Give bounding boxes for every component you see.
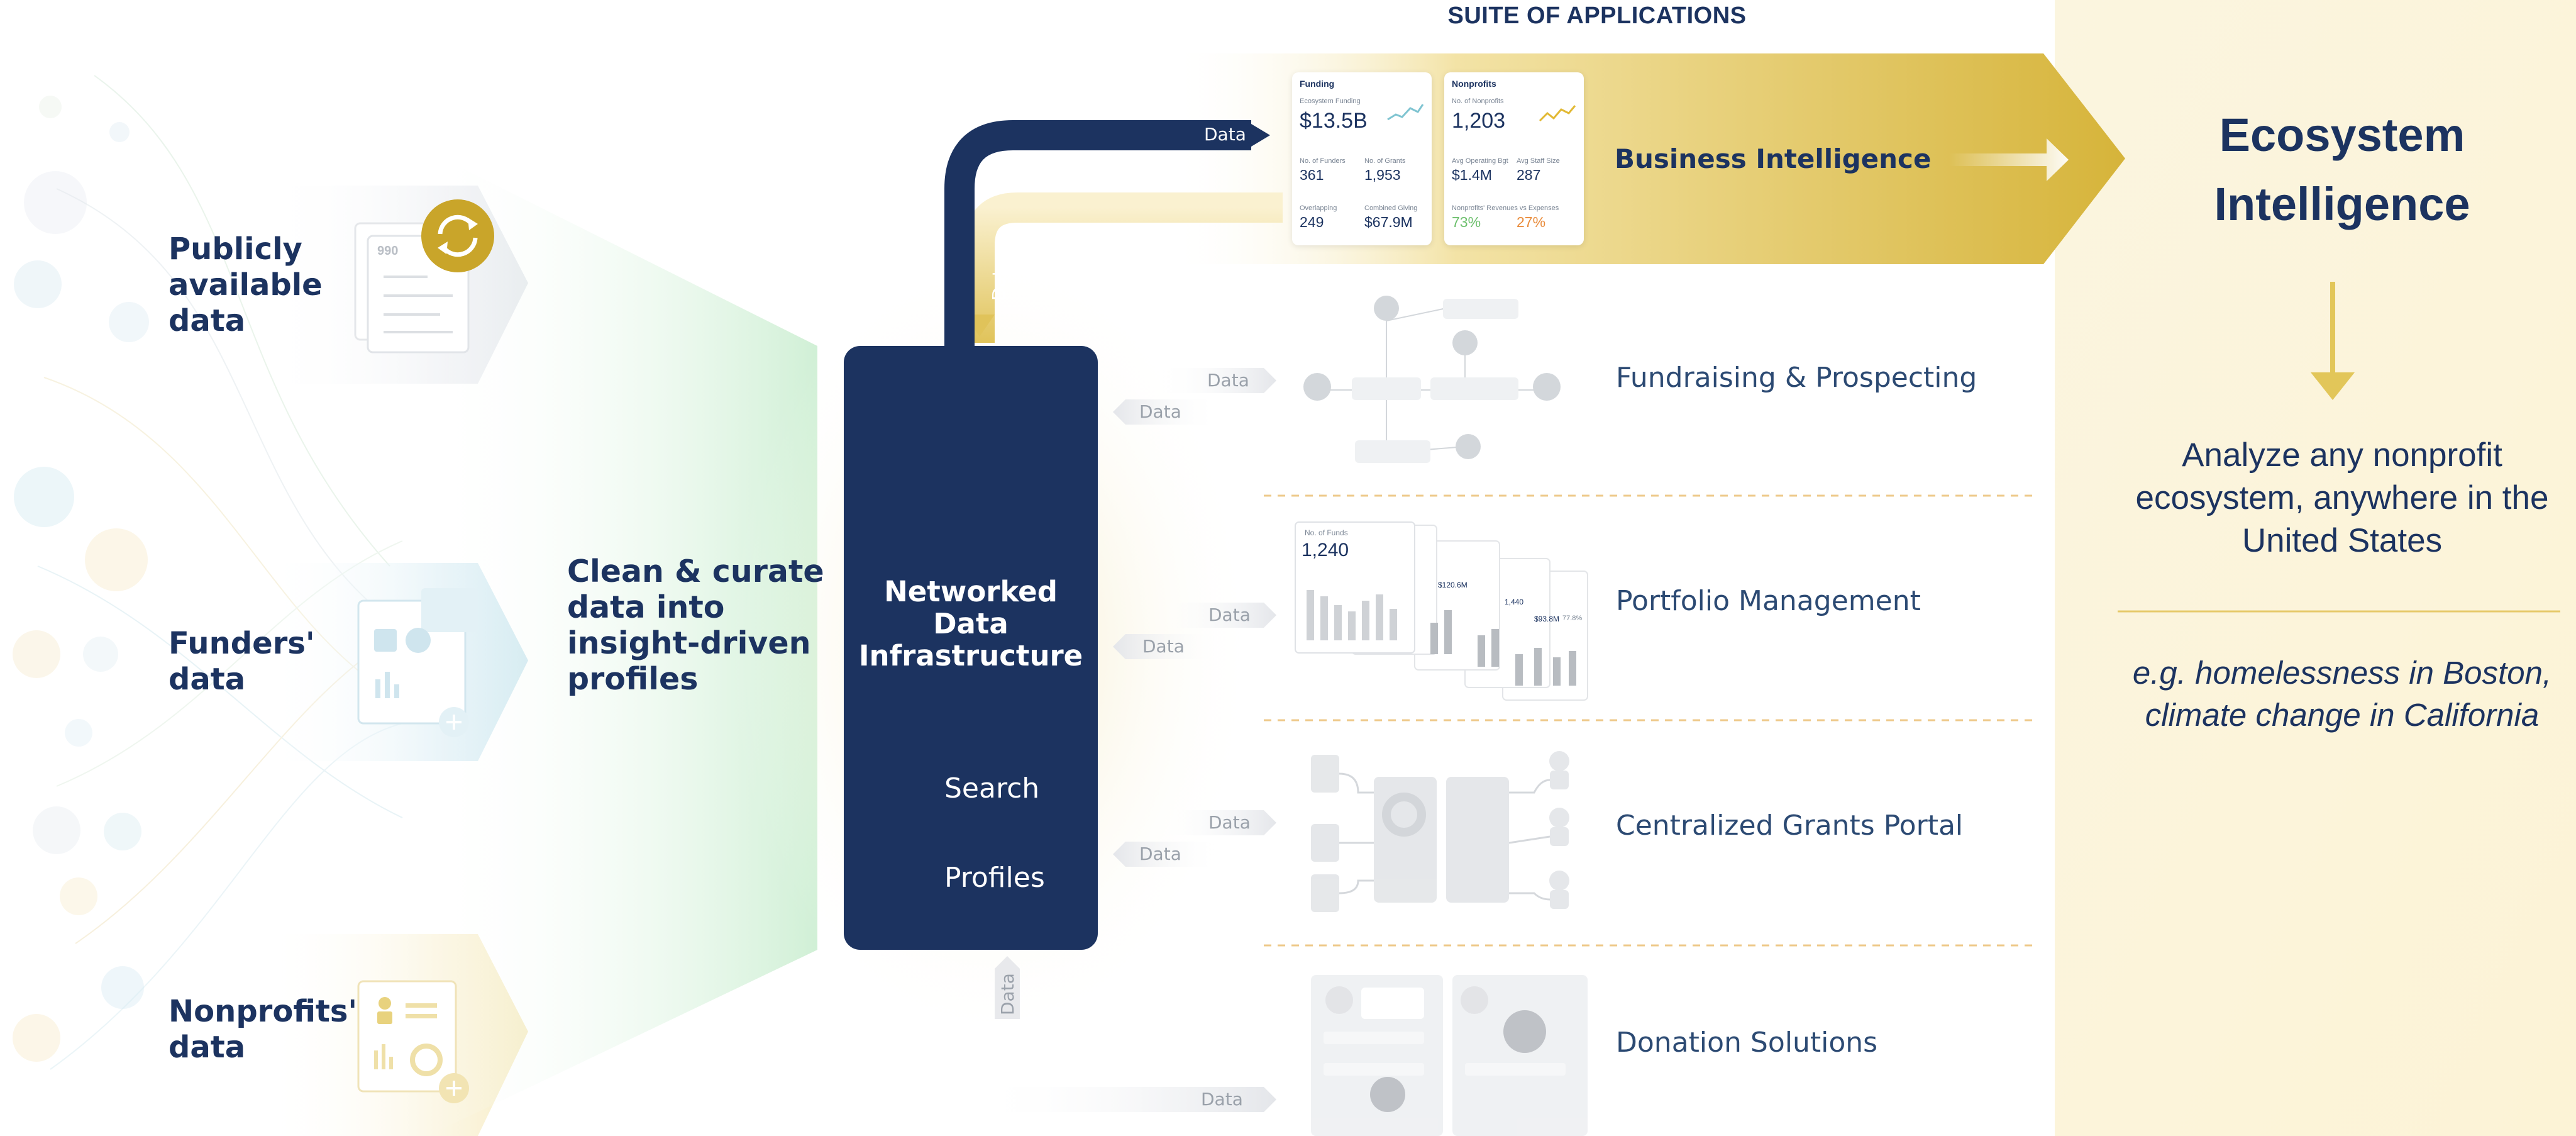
- data-tag-fundraising-in: Data: [1139, 401, 1181, 422]
- avg-staff-label: Avg Staff Size: [1517, 157, 1560, 165]
- combined-giving-label: Combined Giving: [1364, 204, 1418, 212]
- nonprofits-sparkline: [1539, 105, 1576, 122]
- data-tag-donations-out: Data: [1201, 1089, 1243, 1110]
- overlapping-value: 249: [1300, 214, 1324, 230]
- portfolio-back-percent: 77.8%: [1562, 615, 1583, 622]
- funding-main-value: $13.5B: [1300, 109, 1368, 133]
- portfolio-back-value-2: 1,440: [1505, 598, 1524, 606]
- grants-count-label: No. of Grants: [1364, 157, 1406, 165]
- portfolio-chart-value: 1,240: [1302, 540, 1349, 560]
- funders-count-value: 361: [1300, 167, 1324, 183]
- overlapping-label: Overlapping: [1300, 204, 1337, 212]
- ecosystem-example: e.g. homelessness in Boston, climate cha…: [2132, 655, 2552, 733]
- data-tag-bi-in: Data: [988, 259, 1009, 301]
- expense-percent: 27%: [1517, 214, 1546, 230]
- grants-count-value: 1,953: [1364, 167, 1401, 183]
- data-tag-grants-in: Data: [1139, 844, 1181, 864]
- bi-nonprofits-card: Nonprofits No. of Nonprofits 1,203 Avg O…: [1444, 72, 1584, 245]
- infrastructure-title: Networked Data Infrastructure: [858, 575, 1083, 672]
- source-label-nonprofits: Nonprofits' data: [169, 994, 358, 1065]
- avg-staff-value: 287: [1517, 167, 1541, 183]
- funding-card-title: Funding: [1300, 79, 1335, 89]
- data-tag-donations-in: Data: [997, 973, 1018, 1015]
- portfolio-back-value-3: $93.8M: [1534, 615, 1560, 623]
- app-donation-solutions[interactable]: Donation Solutions: [1616, 1027, 1878, 1059]
- avg-operating-value: $1.4M: [1452, 167, 1492, 183]
- source-label-funders: Funders' data: [169, 626, 315, 697]
- nonprofits-main-value: 1,203: [1452, 109, 1506, 133]
- data-tag-portfolio-out: Data: [1208, 604, 1251, 625]
- portfolio-chart-title: No. of Funds: [1305, 528, 1348, 537]
- nonprofits-main-label: No. of Nonprofits: [1452, 97, 1504, 105]
- ecosystem-description: Analyze any nonprofit ecosystem, anywher…: [2135, 437, 2549, 559]
- data-tag-portfolio-in: Data: [1142, 636, 1185, 657]
- source-label-public: Publicly available data: [169, 231, 323, 338]
- revenue-expense-label: Nonprofits' Revenues vs Expenses: [1452, 204, 1559, 212]
- funders-count-label: No. of Funders: [1300, 157, 1346, 165]
- document-990-icon: 990: [377, 244, 399, 258]
- avg-operating-label: Avg Operating Bgt: [1452, 157, 1508, 165]
- curate-description: Clean & curate data into insight-driven …: [567, 554, 824, 697]
- suite-of-applications-title: SUITE OF APPLICATIONS: [1447, 3, 1747, 29]
- revenue-percent: 73%: [1452, 214, 1481, 230]
- combined-giving-value: $67.9M: [1364, 214, 1413, 230]
- ecosystem-intelligence-title: Ecosystem Intelligence: [2214, 109, 2470, 230]
- data-tag-bi-out: Data: [1204, 124, 1246, 145]
- networked-data-infrastructure-box: [844, 346, 1098, 950]
- portfolio-back-value-1: $120.6M: [1438, 581, 1468, 589]
- app-portfolio-management[interactable]: Portfolio Management: [1616, 585, 1921, 617]
- data-tag-grants-out: Data: [1208, 812, 1251, 833]
- profiles-link[interactable]: Profiles: [944, 862, 1045, 894]
- app-business-intelligence[interactable]: Business Intelligence: [1615, 143, 1932, 174]
- funding-sparkline: [1387, 104, 1424, 121]
- funding-main-label: Ecosystem Funding: [1300, 97, 1361, 105]
- data-tag-fundraising-out: Data: [1207, 370, 1249, 391]
- app-fundraising-prospecting[interactable]: Fundraising & Prospecting: [1616, 362, 1977, 394]
- search-link[interactable]: Search: [944, 772, 1040, 805]
- app-centralized-grants-portal[interactable]: Centralized Grants Portal: [1616, 810, 1964, 842]
- nonprofits-card-title: Nonprofits: [1452, 79, 1496, 89]
- bi-funding-card: Funding Ecosystem Funding $13.5B No. of …: [1292, 72, 1432, 245]
